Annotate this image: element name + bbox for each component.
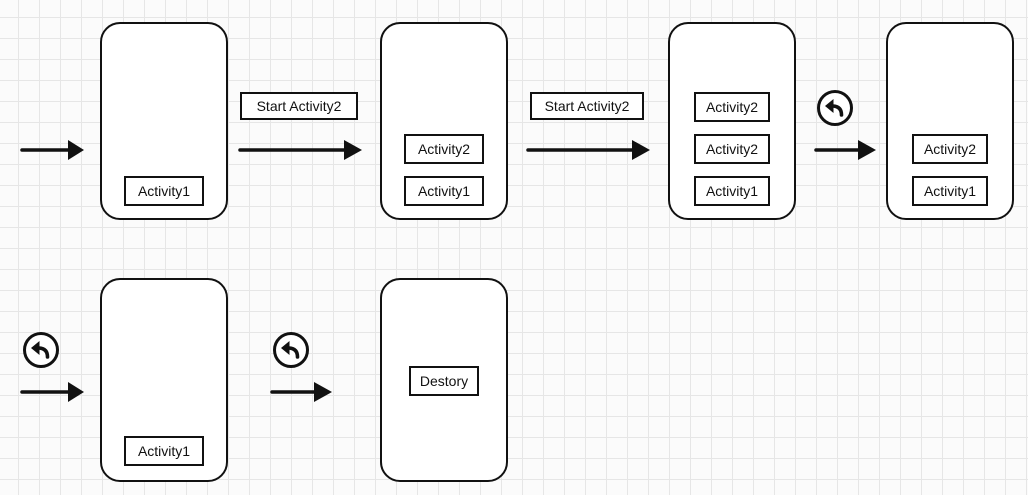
activity-label: Activity2 — [923, 141, 977, 157]
activity-box: Activity1 — [124, 176, 204, 206]
activity-label: Activity2 — [417, 141, 471, 157]
activity-label: Activity1 — [417, 183, 471, 199]
destroy-label: Destory — [419, 373, 469, 389]
start-activity-label: Start Activity2 — [530, 92, 644, 120]
destroy-box: Destory — [409, 366, 479, 396]
start-activity-label-text: Start Activity2 — [544, 98, 630, 114]
activity-box: Activity2 — [694, 92, 770, 122]
activity-box: Activity2 — [694, 134, 770, 164]
activity-box: Activity1 — [912, 176, 988, 206]
start-activity-arrow-icon — [238, 140, 362, 160]
activity-box: Activity1 — [404, 176, 484, 206]
activity-box: Activity2 — [404, 134, 484, 164]
activity-box: Activity2 — [912, 134, 988, 164]
start-activity-label: Start Activity2 — [240, 92, 358, 120]
back-navigation-arrow-icon — [270, 382, 332, 402]
activity-label: Activity1 — [705, 183, 759, 199]
back-arrow-icon — [23, 332, 59, 368]
stack-phone-1: Activity1 — [100, 22, 228, 220]
stack-phone-4: Activity2 Activity1 — [886, 22, 1014, 220]
activity-box: Activity1 — [124, 436, 204, 466]
back-navigation-arrow-icon — [20, 382, 84, 402]
stack-phone-5: Activity1 — [100, 278, 228, 482]
back-arrow-icon — [273, 332, 309, 368]
activity-label: Activity2 — [705, 99, 759, 115]
activity-label: Activity2 — [705, 141, 759, 157]
activity-box: Activity1 — [694, 176, 770, 206]
activity-label: Activity1 — [137, 183, 191, 199]
start-activity-label-text: Start Activity2 — [256, 98, 342, 114]
stack-phone-3: Activity2 Activity2 Activity1 — [668, 22, 796, 220]
activity-label: Activity1 — [923, 183, 977, 199]
start-activity-arrow-icon — [526, 140, 650, 160]
back-arrow-icon — [817, 90, 853, 126]
back-navigation-arrow-icon — [814, 140, 876, 160]
stack-phone-6: Destory — [380, 278, 508, 482]
entry-arrow-icon — [20, 140, 84, 160]
stack-phone-2: Activity2 Activity1 — [380, 22, 508, 220]
activity-label: Activity1 — [137, 443, 191, 459]
